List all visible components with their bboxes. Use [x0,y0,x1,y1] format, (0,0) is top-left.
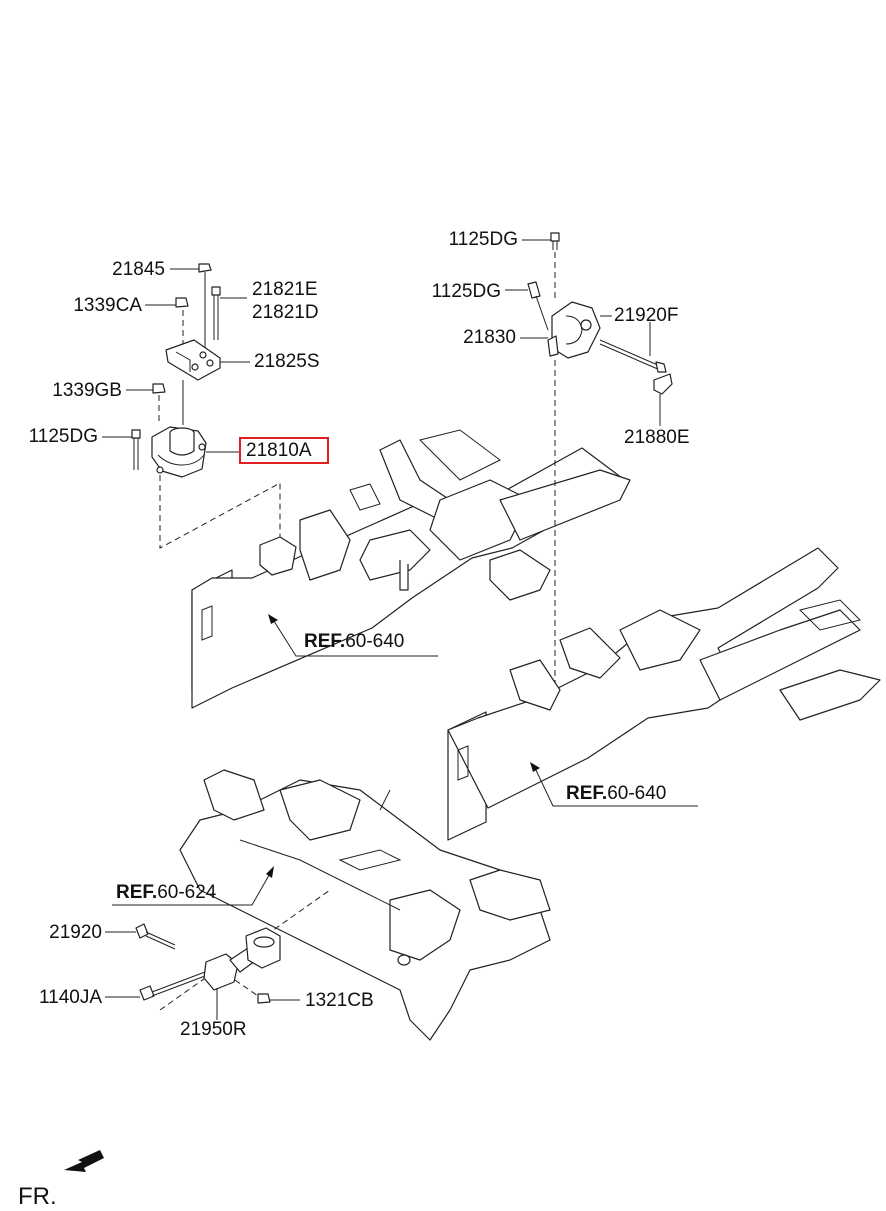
label-21920f[interactable]: 21920F [614,305,679,326]
label-1339gb[interactable]: 1339GB [52,380,122,401]
subframe [179,769,551,1041]
label-21830[interactable]: 21830 [463,327,516,348]
ref-60-640-upper[interactable]: REF.60-640 [304,632,404,652]
label-21821e[interactable]: 21821E [252,279,318,300]
bracket-21825s [165,339,250,425]
label-21845[interactable]: 21845 [112,259,165,280]
bracket-21880e [653,373,673,426]
mount-21810a [151,426,240,478]
bolt-21920 [105,923,176,950]
label-21880e[interactable]: 21880E [624,427,690,448]
label-1125dg-top2[interactable]: 1125DG [431,281,501,302]
label-1125dg-top1[interactable]: 1125DG [448,229,518,250]
highlight-box [239,437,329,464]
nut-1339ca [145,297,189,345]
front-arrow-icon [64,1150,104,1172]
label-1321cb[interactable]: 1321CB [305,990,374,1011]
label-21810a[interactable]: 21810A [246,440,312,461]
bolt-21920f [599,322,667,373]
label-1339ca[interactable]: 1339CA [73,295,142,316]
bolt-1140ja [105,971,206,1001]
label-1140ja[interactable]: 1140JA [38,987,102,1008]
label-21920[interactable]: 21920 [49,922,102,943]
mount-21830 [520,301,612,359]
bolt-21821 [211,286,247,340]
rod-21950r [203,927,281,1020]
nut-21845 [170,263,212,350]
label-21825s[interactable]: 21825S [254,351,320,372]
ref-prefix: REF. [304,631,346,652]
bolt-1125dg-top1 [522,232,560,250]
label-21950r[interactable]: 21950R [180,1019,247,1040]
nut-1339gb [126,383,166,425]
bolt-1125dg-left [102,429,141,470]
ref-60-624[interactable]: REF.60-624 [116,883,216,903]
ref-prefix: REF. [566,783,608,804]
ref-prefix: REF. [116,882,158,903]
ref-code: 60-624 [157,882,217,903]
ref-code: 60-640 [345,631,405,652]
label-21821d[interactable]: 21821D [252,302,319,323]
bolt-1125dg-top2 [505,281,549,331]
nut-1321cb [234,979,300,1004]
front-direction-label: FR. [18,1183,57,1210]
label-1125dg-left[interactable]: 1125DG [28,426,98,447]
frame-right [447,547,881,841]
ref-60-640-right[interactable]: REF.60-640 [566,784,666,804]
ref-code: 60-640 [607,783,667,804]
frame-upper-left [191,429,631,709]
